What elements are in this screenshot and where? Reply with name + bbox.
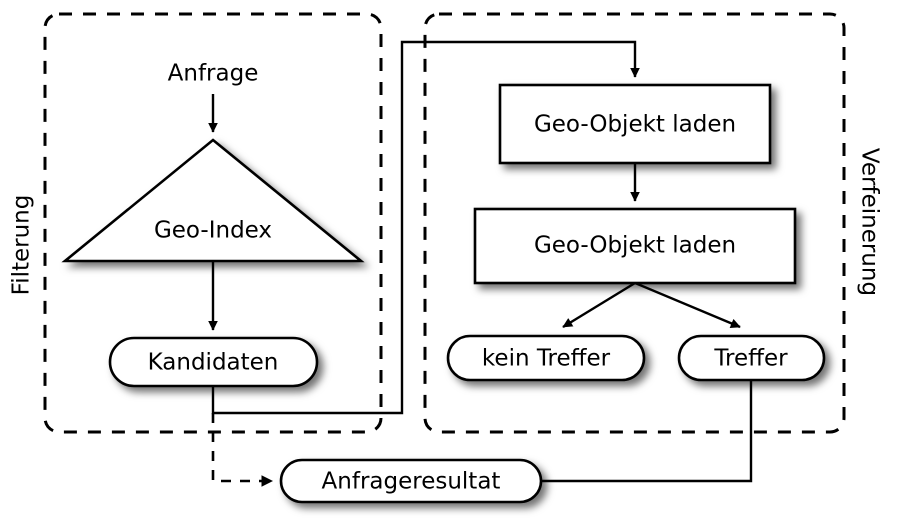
- node-kandidaten-label: Kandidaten: [148, 350, 279, 376]
- node-geo-objekt-laden-1-shape[interactable]: [498, 83, 772, 165]
- node-anfrage: Anfrage: [168, 61, 259, 87]
- node-anfrageresultat[interactable]: Anfrageresultat: [279, 458, 543, 504]
- node-geo-objekt-laden-1[interactable]: Geo-Objekt laden: [498, 83, 772, 165]
- edge-treffer-to-anfrageresultat: [540, 379, 753, 483]
- node-kein-treffer-label: kein Treffer: [482, 346, 611, 372]
- node-kein-treffer-shape[interactable]: [446, 334, 646, 382]
- edge-geo-objekt-laden-2-to-kein-treffer: [562, 281, 636, 329]
- node-geo-objekt-laden-2[interactable]: Geo-Objekt laden: [473, 207, 797, 285]
- group-verfeinerung: Verfeinerung: [423, 12, 883, 434]
- node-kein-treffer[interactable]: kein Treffer: [446, 334, 646, 382]
- node-treffer-label: Treffer: [713, 346, 788, 372]
- node-treffer[interactable]: Treffer: [677, 334, 826, 382]
- node-kandidaten[interactable]: Kandidaten: [108, 336, 319, 388]
- node-geo-index-shape[interactable]: [61, 138, 365, 263]
- node-geo-objekt-laden-2-label: Geo-Objekt laden: [534, 233, 736, 259]
- node-geo-objekt-laden-2-shape[interactable]: [473, 207, 797, 285]
- edge-kandidaten-to-anfrageresultat: [211, 413, 273, 487]
- node-treffer-shape[interactable]: [677, 334, 826, 382]
- group-verfeinerung-border: [423, 12, 846, 434]
- node-anfrageresultat-shape[interactable]: [279, 458, 543, 504]
- edge-kandidaten-to-geo-objekt-laden-1: [211, 40, 640, 415]
- node-geo-objekt-laden-1-label: Geo-Objekt laden: [534, 112, 736, 138]
- group-filterung-label: Filterung: [9, 195, 35, 296]
- node-kandidaten-shape[interactable]: [108, 336, 319, 388]
- node-anfrage-label: Anfrage: [168, 61, 259, 87]
- node-anfrageresultat-label: Anfrageresultat: [322, 469, 501, 495]
- group-verfeinerung-label: Verfeinerung: [857, 148, 883, 296]
- node-geo-index-label: Geo-Index: [154, 218, 272, 244]
- node-geo-index[interactable]: Geo-Index: [61, 138, 365, 263]
- edge-geo-objekt-laden-2-to-treffer: [634, 281, 741, 329]
